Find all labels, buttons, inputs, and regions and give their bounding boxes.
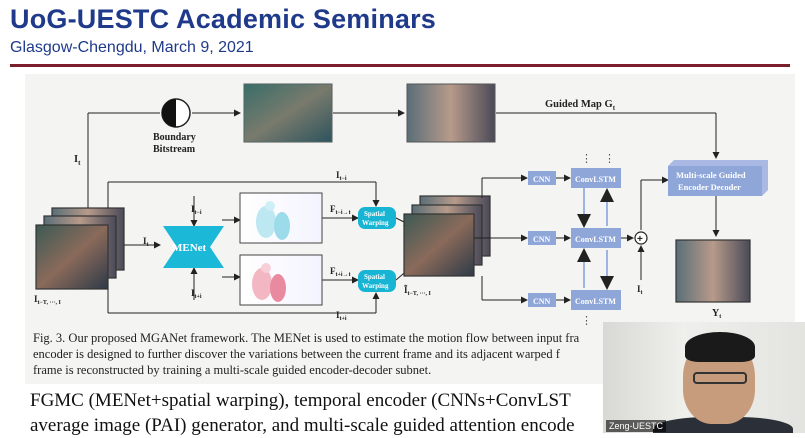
bitstream-label: Bitstream xyxy=(153,144,196,155)
warped-frame-stack xyxy=(403,195,491,277)
spatial-warping-bottom xyxy=(358,270,396,292)
flow-minus-label: Ft−i→t xyxy=(330,204,351,216)
output-label: Yt xyxy=(712,308,721,320)
decoder-block xyxy=(668,160,768,196)
caption-line-1: Fig. 3. Our proposed MGANet framework. T… xyxy=(33,331,580,345)
dots-top-left: ⋮ xyxy=(581,153,592,165)
cnn-box-bottom-label: CNN xyxy=(533,297,551,306)
boundary-bitstream-icon xyxy=(161,98,191,128)
pai-frame xyxy=(243,83,333,143)
participant-shirt xyxy=(653,417,793,433)
it-minus-label-top: It−i xyxy=(336,170,347,182)
cnn-box-top xyxy=(528,171,556,185)
spatial-warping-top xyxy=(358,207,396,229)
participant-video-tile[interactable] xyxy=(603,322,805,433)
cnn-box-bottom xyxy=(528,293,556,307)
participant-hair xyxy=(685,332,755,362)
flow-plus-label: Ft+i→t xyxy=(330,266,351,278)
menet-connectors xyxy=(107,181,411,314)
input-seq-label: It−T, ···, I xyxy=(34,294,61,306)
convlstm-box-top-label: ConvLSTM xyxy=(575,175,616,184)
cnn-box-mid xyxy=(528,231,556,245)
dots-bottom-left: ⋮ xyxy=(581,315,592,327)
title-divider xyxy=(10,64,790,67)
sum-node xyxy=(634,231,648,245)
spatial-warping-top-label-1: Spatial xyxy=(364,210,385,218)
convlstm-box-mid xyxy=(571,228,621,248)
spatial-warping-bottom-label-2: Warping xyxy=(362,282,389,290)
body-line-2: average image (PAI) generator, and multi… xyxy=(30,415,575,436)
slide-subtitle: Glasgow-Chengdu, March 9, 2021 xyxy=(10,39,254,56)
slide-body-text: FGMC (MENet+spatial warping), temporal e… xyxy=(30,388,605,438)
convlstm-box-bottom xyxy=(571,290,621,310)
sum-node-label: + xyxy=(637,234,643,245)
cnn-connectors xyxy=(474,174,571,304)
flow-map-minus xyxy=(239,192,323,244)
it-label-left: It xyxy=(143,236,149,248)
caption-line-3: frame is reconstructed by training a mul… xyxy=(33,363,432,377)
menet-block xyxy=(163,226,224,268)
spatial-warping-bottom-label-1: Spatial xyxy=(364,273,385,281)
cnn-box-mid-label: CNN xyxy=(533,235,551,244)
it-minus-label-mid: It−i xyxy=(191,204,202,216)
caption-line-2: encoder is designed to further discover … xyxy=(33,347,560,361)
guided-map-label: Guided Map Gt xyxy=(545,99,616,112)
it-label-right: It xyxy=(637,284,643,296)
convlstm-box-mid-label: ConvLSTM xyxy=(575,235,616,244)
warped-seq-label: Ĩt−T, ···, I xyxy=(404,285,431,297)
dots-top-right: ⋮ xyxy=(604,153,615,165)
boundary-label: Boundary xyxy=(153,132,196,143)
slide-title: UoG-UESTC Academic Seminars xyxy=(10,4,437,34)
guided-map-frame xyxy=(406,83,496,143)
spatial-warping-top-label-2: Warping xyxy=(362,219,389,227)
it-plus-label-bottom: It+i xyxy=(336,310,347,322)
decoder-label-2: Encoder Decoder xyxy=(678,182,741,192)
participant-name-tag: Zeng-UESTC xyxy=(606,420,667,432)
participant-glasses xyxy=(693,372,747,384)
convlstm-connectors xyxy=(577,176,720,290)
figure-caption: Fig. 3. Our proposed MGANet framework. T… xyxy=(33,330,603,378)
body-line-1: FGMC (MENet+spatial warping), temporal e… xyxy=(30,390,571,411)
input-frame-stack xyxy=(35,207,125,290)
it-plus-label-mid: It+i xyxy=(191,288,202,300)
menet-label: MENet xyxy=(172,242,207,254)
flow-map-plus xyxy=(239,254,323,306)
convlstm-box-bottom-label: ConvLSTM xyxy=(575,297,616,306)
convlstm-box-top xyxy=(571,168,621,188)
top-connectors xyxy=(87,109,720,208)
output-frame xyxy=(675,239,751,303)
cnn-box-top-label: CNN xyxy=(533,175,551,184)
it-label-top: It xyxy=(74,154,81,167)
decoder-label-1: Multi-scale Guided xyxy=(676,170,746,180)
